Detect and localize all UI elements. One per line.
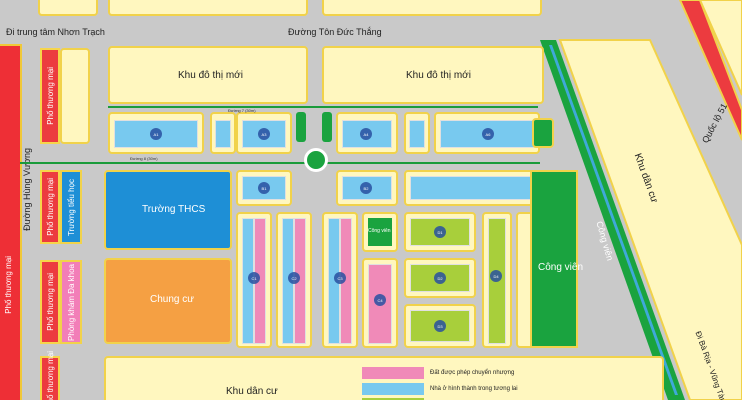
- truong-tieu-hoc: Trường tiểu học: [60, 170, 82, 244]
- road-label-8: Đường 8 (30m): [130, 156, 158, 161]
- top-area-1: [108, 0, 308, 16]
- legend-swatch-blue: [362, 383, 424, 395]
- road-7-line: [108, 106, 538, 108]
- pho-thuong-mai-3: Phố thương mại: [40, 260, 60, 344]
- block-a3-frame: A3: [236, 112, 292, 154]
- canal: [549, 45, 678, 395]
- pho-thuong-mai-2: Phố thương mại: [40, 170, 60, 244]
- pho-thuong-mai-right: [678, 0, 742, 141]
- block-d4-frame: D4: [482, 212, 512, 348]
- block-a5-frame: [404, 112, 430, 154]
- block-a6-frame: A6: [434, 112, 540, 154]
- khu-dan-cu-right-area: [558, 39, 742, 400]
- phong-kham: Phòng khám Đa khoa: [60, 260, 82, 344]
- road-label-ton-duc-thang: Đường Tôn Đức Thắng: [288, 27, 382, 37]
- road-label-hung-vuong: Đường Hùng Vương: [22, 148, 32, 231]
- left-area-1: [60, 48, 90, 144]
- park-upper-right: [532, 118, 554, 148]
- top-area-2: [322, 0, 542, 16]
- block-b1-frame: B1: [236, 170, 292, 206]
- block-a4-frame: A4: [336, 112, 398, 154]
- block-d3-frame: D3: [404, 304, 476, 348]
- road-label-7: Đường 7 (30m): [228, 108, 256, 113]
- pho-thuong-mai-1: Phố thương mại: [40, 48, 60, 144]
- cong-vien-green: Công viên: [530, 170, 583, 348]
- legend-text-blue: Nhà ở hình thành trong tương lai: [430, 386, 518, 392]
- block-c3-frame: C3: [322, 212, 358, 348]
- block-b2-frame: B2: [336, 170, 398, 206]
- pho-thuong-mai-left-label: Phố thương mại: [4, 256, 13, 314]
- truong-thcs: Trường THCS: [104, 170, 232, 250]
- block-a-frame: A1: [108, 112, 204, 154]
- block-c4-frame: C4: [362, 258, 398, 348]
- khu-do-thi-moi-1: Khu đô thị mới: [108, 46, 308, 104]
- block-c1-frame: C1: [236, 212, 272, 348]
- top-right-corner-area: [698, 0, 742, 96]
- pho-thuong-mai-left-rail: Phố thương mại: [0, 44, 22, 400]
- road-label-nhon-trach: Đi trung tâm Nhơn Trạch: [6, 27, 105, 37]
- roundabout: [304, 148, 328, 172]
- top-area-0: [38, 0, 98, 16]
- block-c2-frame: C2: [276, 212, 312, 348]
- khu-do-thi-moi-2: Khu đô thị mới: [322, 46, 544, 104]
- legend-swatch-green: [362, 398, 424, 400]
- park-bit-1: [296, 112, 306, 142]
- legend-swatch-pink: [362, 367, 424, 379]
- road-8-line: [20, 162, 540, 164]
- pho-thuong-mai-4: Phố thương mại: [40, 351, 60, 400]
- park-bit-2: [322, 112, 332, 142]
- cong-vien-small-frame: Công viên: [362, 212, 398, 252]
- block-b3-frame: [404, 170, 540, 206]
- chung-cu: Chung cư: [104, 258, 232, 344]
- block-d1-frame: D1: [404, 212, 476, 252]
- block-a2-frame: [210, 112, 236, 154]
- legend-text-pink: Đất được phép chuyển nhượng: [430, 370, 515, 376]
- block-d2-frame: D2: [404, 258, 476, 298]
